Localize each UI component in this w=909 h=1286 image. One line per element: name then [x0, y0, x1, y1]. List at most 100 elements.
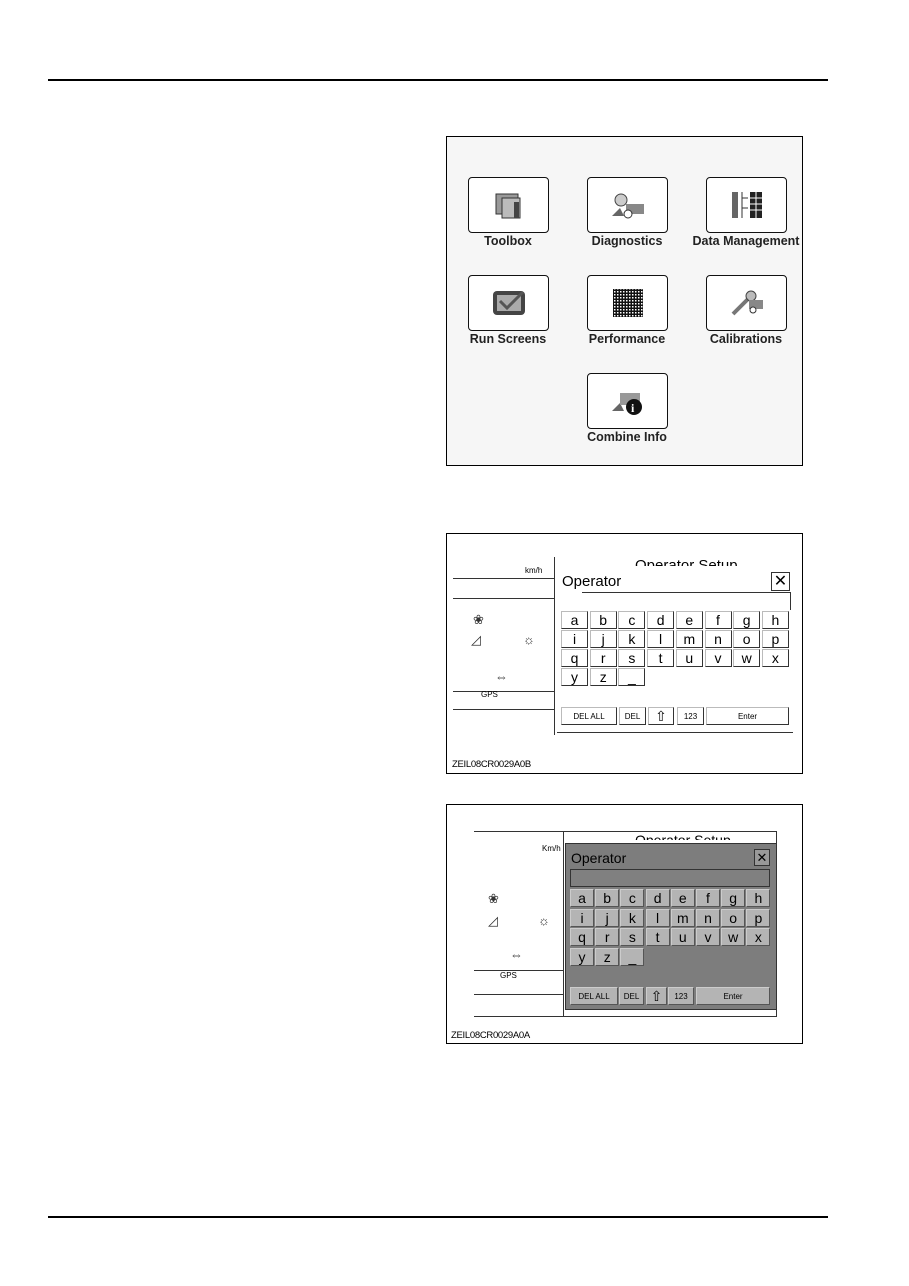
- key-k[interactable]: k: [618, 630, 646, 648]
- key-p[interactable]: p: [746, 908, 771, 927]
- enter-button[interactable]: Enter: [706, 707, 789, 725]
- operator-name-input[interactable]: [570, 869, 770, 887]
- key-x[interactable]: x: [746, 928, 771, 946]
- key-t[interactable]: t: [645, 928, 670, 946]
- calibrations-icon: [731, 290, 763, 316]
- key-u[interactable]: u: [675, 649, 703, 667]
- key-v[interactable]: v: [704, 649, 732, 667]
- performance-button[interactable]: [587, 275, 668, 331]
- toolbox-button[interactable]: [468, 177, 549, 233]
- key-y[interactable]: y: [561, 668, 588, 686]
- key-f[interactable]: f: [696, 889, 720, 907]
- delete-button[interactable]: DEL: [619, 987, 644, 1005]
- key-c[interactable]: c: [620, 889, 645, 907]
- shift-button[interactable]: ⇧: [648, 707, 674, 725]
- operator-name-input[interactable]: [582, 592, 791, 610]
- key-a[interactable]: a: [570, 889, 594, 907]
- key-y[interactable]: y: [570, 947, 594, 966]
- key-underscore[interactable]: _: [618, 668, 646, 686]
- left-status-panel: Km/h ❀ ◿ ☼ ⇔ GPS: [474, 831, 564, 1017]
- key-v[interactable]: v: [696, 928, 720, 946]
- delete-all-button[interactable]: DEL ALL: [570, 987, 618, 1005]
- key-t[interactable]: t: [647, 649, 675, 667]
- key-u[interactable]: u: [670, 928, 695, 946]
- key-z[interactable]: z: [589, 668, 617, 686]
- key-f[interactable]: f: [704, 611, 732, 629]
- key-a[interactable]: a: [561, 611, 588, 629]
- key-c[interactable]: c: [618, 611, 646, 629]
- footer-rule: [48, 1216, 828, 1218]
- dialog-title: Operator: [562, 573, 622, 590]
- close-button[interactable]: ✕: [754, 849, 770, 866]
- run-screens-label: Run Screens: [469, 332, 547, 346]
- svg-text:i: i: [631, 401, 635, 415]
- key-o[interactable]: o: [721, 908, 746, 927]
- key-j[interactable]: j: [595, 908, 620, 927]
- key-s[interactable]: s: [620, 928, 645, 946]
- key-h[interactable]: h: [761, 611, 789, 629]
- speed-row: km/h: [453, 557, 555, 579]
- delete-all-button[interactable]: DEL ALL: [561, 707, 617, 725]
- dialog-title: Operator: [571, 850, 627, 866]
- key-i[interactable]: i: [570, 908, 594, 927]
- key-g[interactable]: g: [721, 889, 746, 907]
- fan-icon: ❀: [473, 612, 484, 627]
- key-n[interactable]: n: [704, 630, 732, 648]
- key-b[interactable]: b: [595, 889, 620, 907]
- key-q[interactable]: q: [570, 928, 594, 946]
- calibrations-label: Calibrations: [709, 332, 783, 346]
- key-d[interactable]: d: [647, 611, 675, 629]
- key-q[interactable]: q: [561, 649, 588, 667]
- gps-label: GPS: [500, 971, 517, 980]
- data-management-button[interactable]: [706, 177, 787, 233]
- operator-dialog: Operator ✕: [565, 843, 777, 1010]
- key-k[interactable]: k: [620, 908, 645, 927]
- slope-icon: ◿: [471, 632, 481, 647]
- key-o[interactable]: o: [733, 630, 761, 648]
- screen-title: Operator Setup: [635, 832, 731, 840]
- key-e[interactable]: e: [670, 889, 695, 907]
- key-w[interactable]: w: [721, 928, 746, 946]
- key-j[interactable]: j: [589, 630, 617, 648]
- key-b[interactable]: b: [589, 611, 617, 629]
- screen-title: Operator Setup: [635, 557, 738, 566]
- key-r[interactable]: r: [589, 649, 617, 667]
- operator-keyboard-screenshot-a: Km/h ❀ ◿ ☼ ⇔ GPS Operator Setup Operator…: [446, 804, 803, 1044]
- numeric-mode-button[interactable]: 123: [668, 987, 694, 1005]
- close-button[interactable]: ✕: [771, 572, 790, 591]
- performance-label: Performance: [588, 332, 666, 346]
- key-s[interactable]: s: [618, 649, 646, 667]
- key-d[interactable]: d: [645, 889, 670, 907]
- combine-info-icon: i: [611, 393, 642, 415]
- key-l[interactable]: l: [647, 630, 675, 648]
- calibrations-button[interactable]: [706, 275, 787, 331]
- key-m[interactable]: m: [670, 908, 695, 927]
- data-management-icon: [731, 192, 762, 218]
- key-z[interactable]: z: [595, 947, 620, 966]
- enter-button[interactable]: Enter: [696, 987, 770, 1005]
- delete-button[interactable]: DEL: [619, 707, 646, 725]
- key-x[interactable]: x: [761, 649, 789, 667]
- sun-icon: ☼: [523, 632, 535, 647]
- speed-unit: Km/h: [542, 844, 561, 853]
- key-w[interactable]: w: [733, 649, 761, 667]
- diagnostics-button[interactable]: [587, 177, 668, 233]
- shift-button[interactable]: ⇧: [646, 987, 667, 1005]
- key-underscore[interactable]: _: [620, 947, 645, 966]
- operator-keyboard-screenshot-b: km/h ❀ ◿ ☼ ⇔ GPS Operator Setup Operator…: [446, 533, 803, 774]
- gps-label: GPS: [481, 690, 498, 699]
- key-l[interactable]: l: [645, 908, 670, 927]
- numeric-mode-button[interactable]: 123: [677, 707, 704, 725]
- key-i[interactable]: i: [561, 630, 588, 648]
- arrows-icon: ⇔: [495, 669, 508, 684]
- key-m[interactable]: m: [675, 630, 703, 648]
- key-n[interactable]: n: [696, 908, 720, 927]
- key-r[interactable]: r: [595, 928, 620, 946]
- key-p[interactable]: p: [761, 630, 789, 648]
- key-e[interactable]: e: [675, 611, 703, 629]
- key-h[interactable]: h: [746, 889, 771, 907]
- key-g[interactable]: g: [733, 611, 761, 629]
- run-screens-button[interactable]: [468, 275, 549, 331]
- combine-info-button[interactable]: i: [587, 373, 668, 429]
- toolbox-label: Toolbox: [484, 234, 532, 248]
